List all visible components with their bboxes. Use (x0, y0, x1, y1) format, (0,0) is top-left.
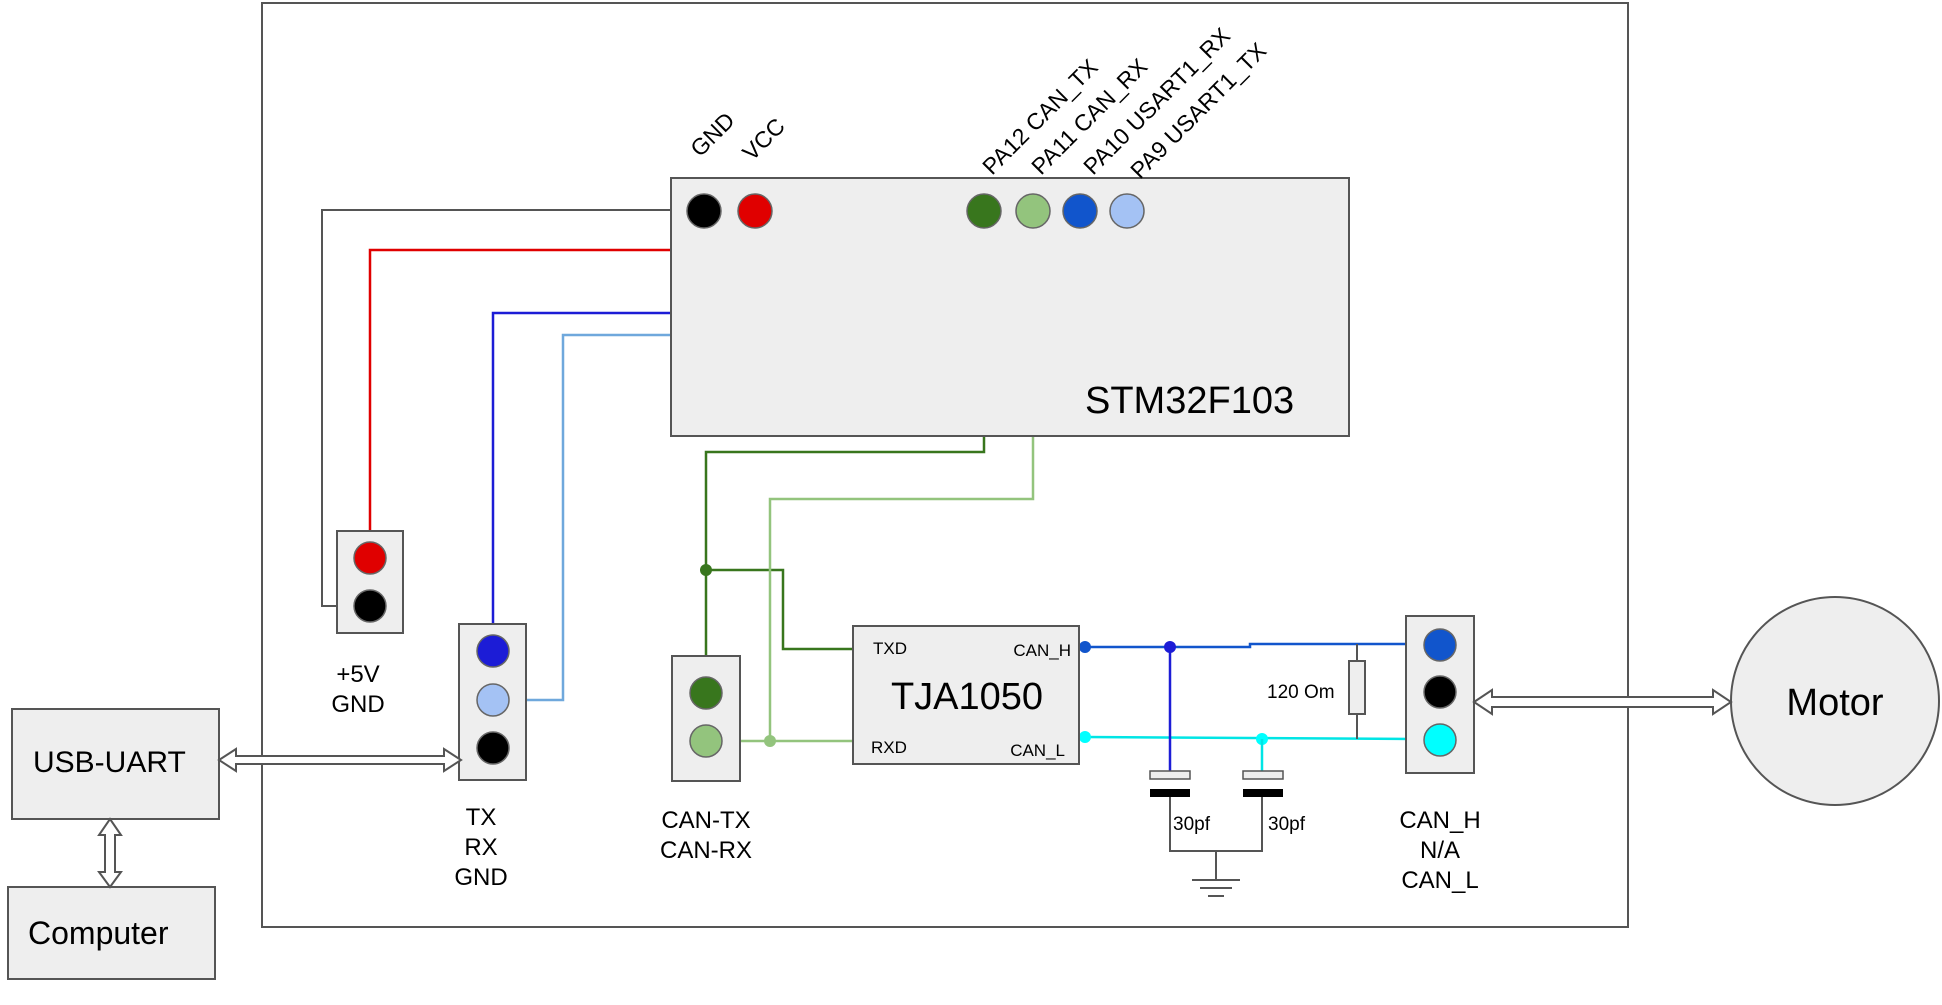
transceiver-chip (852, 625, 1080, 765)
uart-pin-rx[interactable] (476, 683, 510, 717)
can-connector (671, 655, 741, 782)
mcu-pin-pa9[interactable] (1109, 193, 1145, 229)
power-pin-vcc[interactable] (353, 541, 387, 575)
capacitor-1-plate-top (1149, 770, 1191, 780)
usb-uart-to-computer-arrow (97, 817, 123, 889)
mcu-pin-pa10[interactable] (1062, 193, 1098, 229)
mcu-pin-vcc[interactable] (737, 193, 773, 229)
can-l-pin-dot (1079, 731, 1091, 743)
power-label-5v: +5V (336, 661, 379, 688)
board-frame (261, 2, 1629, 928)
capacitor-2-plate-bottom (1243, 789, 1283, 797)
bus-label-na: N/A (1420, 837, 1460, 864)
bus-pin-can-l[interactable] (1423, 723, 1457, 757)
mcu-board (670, 177, 1350, 437)
bus-pin-can-h[interactable] (1423, 628, 1457, 662)
capacitor-1-label: 30pf (1173, 814, 1211, 835)
can-h-pin-dot (1079, 641, 1091, 653)
mcu-pin-pa11[interactable] (1015, 193, 1051, 229)
computer-box (7, 886, 216, 980)
uart-pin-tx[interactable] (476, 634, 510, 668)
uart-pin-gnd[interactable] (476, 731, 510, 765)
uart-label-rx: RX (464, 834, 497, 861)
mcu-pin-gnd[interactable] (686, 193, 722, 229)
can-tx-junction (700, 564, 712, 576)
capacitor-2-label: 30pf (1268, 814, 1306, 835)
uart-label-tx: TX (466, 804, 497, 831)
bus-pin-na[interactable] (1423, 675, 1457, 709)
power-pin-gnd[interactable] (353, 589, 387, 623)
usb-uart-box (11, 708, 220, 820)
bus-to-motor-arrow (1472, 688, 1733, 716)
resistor-label: 120 Om (1267, 682, 1335, 703)
computer-label: Computer (28, 915, 169, 951)
can-l-wire (1084, 735, 1414, 741)
usb-uart-label: USB-UART (33, 746, 186, 779)
capacitor-1-plate-bottom (1150, 789, 1190, 797)
can-label-rx: CAN-RX (660, 837, 752, 864)
mcu-name: STM32F103 (1085, 380, 1294, 422)
can-rx-junction (764, 735, 776, 747)
motor-label: Motor (1786, 682, 1883, 724)
transceiver-pin-can-l: CAN_L (1010, 741, 1065, 760)
mcu-pin-label-gnd: GND (685, 107, 740, 162)
usb-uart-to-uart-arrow (217, 747, 463, 773)
transceiver-pin-can-h: CAN_H (1013, 641, 1071, 660)
mcu-pin-label-vcc: VCC (737, 113, 790, 166)
capacitor-2-plate-top (1242, 770, 1284, 780)
can-label-tx: CAN-TX (661, 807, 750, 834)
can-pin-rx[interactable] (689, 724, 723, 758)
transceiver-pin-rxd: RXD (871, 738, 907, 757)
transceiver-pin-txd: TXD (873, 639, 907, 658)
resistor (1348, 660, 1366, 715)
mcu-pin-pa12[interactable] (966, 193, 1002, 229)
transceiver-name: TJA1050 (891, 676, 1043, 718)
uart-label-gnd: GND (454, 864, 507, 891)
bus-label-can-l: CAN_L (1401, 867, 1478, 894)
power-label-gnd: GND (331, 691, 384, 718)
can-tx-branch-wire (706, 568, 861, 651)
bus-label-can-h: CAN_H (1399, 807, 1480, 834)
can-h-wire (1085, 642, 1413, 649)
can-pin-tx[interactable] (689, 676, 723, 710)
